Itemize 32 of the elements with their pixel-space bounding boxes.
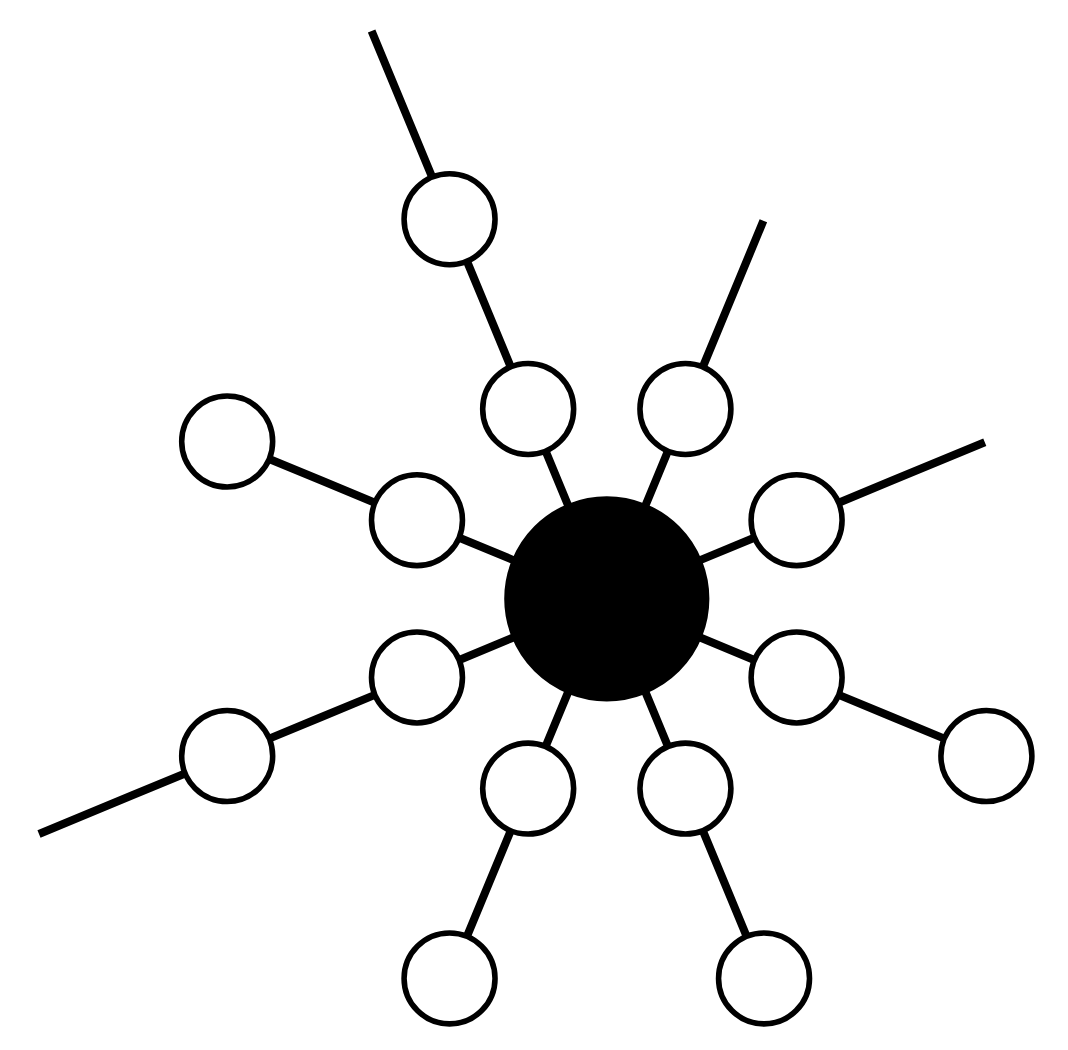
connector [37,768,187,837]
connector [697,532,756,564]
node-circle [715,929,813,1026]
node-circle [368,470,466,568]
node-circle [637,359,734,457]
connector [367,28,436,178]
connector [837,690,946,742]
connector [268,690,377,742]
connector [268,454,377,506]
connector [697,632,756,663]
connector [457,632,516,663]
node-circle [368,628,466,725]
connector [541,448,573,507]
node-circle [938,706,1035,804]
connector [837,437,987,506]
connector [457,532,516,564]
connector [463,828,515,937]
node-circle [748,470,845,568]
node-circle [748,628,845,725]
connector [699,828,751,937]
connector [463,259,515,368]
node-circle [637,739,734,836]
node-circle [178,706,276,804]
node-circle [401,169,498,267]
connector [641,688,672,747]
node-circle [178,392,276,489]
connector [541,688,573,747]
node-circle [479,739,577,836]
node-circle [504,495,710,701]
node-circle [479,359,577,457]
node-circle [401,929,498,1026]
connector [641,448,672,507]
